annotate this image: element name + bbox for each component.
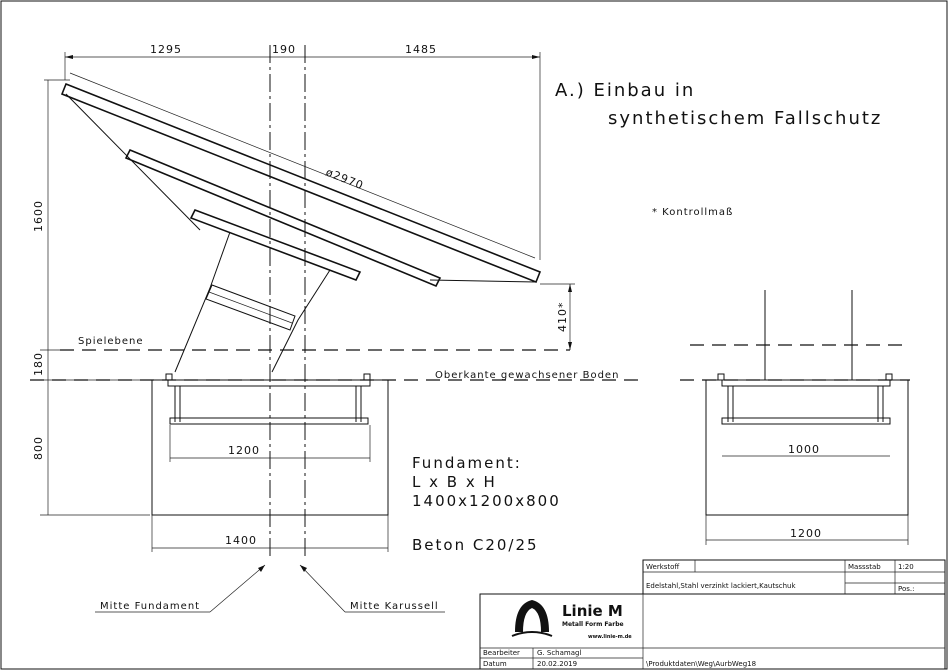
dim-fund-1400: 1400 [225, 534, 257, 547]
dim-180: 180 [32, 352, 45, 376]
mitte-karussell-label: Mitte Karussell [350, 601, 439, 612]
dim-side-1000: 1000 [788, 443, 820, 456]
kontrollmass-note: * Kontrollmaß [652, 207, 733, 218]
brand-name: Linie M [562, 602, 623, 620]
dim-410: 410* [556, 302, 569, 333]
pos-label: Pos.: [898, 585, 915, 593]
dim-190: 190 [272, 43, 296, 56]
fundament-title: Fundament: [412, 454, 522, 472]
dim-side-1200: 1200 [790, 527, 822, 540]
werkstoff-label: Werkstoff [646, 563, 679, 571]
spielebene-label: Spielebene [78, 336, 144, 347]
centerline-leaders: Mitte Fundament Mitte Karussell [95, 564, 445, 613]
left-dimensions: 1600 180 800 [32, 79, 150, 516]
top-dimensions: 1295 190 1485 [64, 43, 541, 260]
beton-label: Beton C20/25 [412, 536, 539, 554]
dim-1600: 1600 [32, 200, 45, 232]
massstab-label: Massstab [848, 563, 881, 571]
dim-1485: 1485 [405, 43, 437, 56]
title-block: Werkstoff Edelstahl,Stahl verzinkt lacki… [479, 559, 946, 670]
title-line-2: synthetischem Fallschutz [608, 108, 882, 129]
file-path: \Produktdaten\Weg\AurbWeg18 [646, 660, 756, 668]
bearbeiter-label: Bearbeiter [483, 649, 520, 657]
datum-value: 20.02.2019 [537, 660, 577, 668]
fundament-size: 1400x1200x800 [412, 492, 561, 510]
werkstoff-value: Edelstahl,Stahl verzinkt lackiert,Kautsc… [646, 582, 796, 590]
bearbeiter-value: G. Schamagl [537, 649, 581, 657]
brand-subtitle: Metall Form Farbe [562, 621, 624, 628]
side-foundation: 1000 1200 [680, 290, 910, 545]
check-dimension: 410* [540, 283, 575, 350]
brand-url: www.linie-m.de [588, 634, 632, 640]
carousel-dish: ø2970 [60, 72, 542, 373]
fundament-lbh: L x B x H [412, 473, 497, 491]
oberkante-label: Oberkante gewachsener Boden [435, 370, 619, 381]
massstab-value: 1:20 [898, 563, 914, 571]
dim-1295: 1295 [150, 43, 182, 56]
mitte-fundament-label: Mitte Fundament [100, 601, 200, 612]
title-line-1: A.) Einbau in [555, 80, 695, 101]
datum-label: Datum [483, 660, 507, 668]
dim-fund-1200: 1200 [228, 444, 260, 457]
main-foundation: 1200 1400 [151, 373, 389, 552]
brand-logo-icon [511, 600, 553, 637]
dim-800: 800 [32, 436, 45, 460]
